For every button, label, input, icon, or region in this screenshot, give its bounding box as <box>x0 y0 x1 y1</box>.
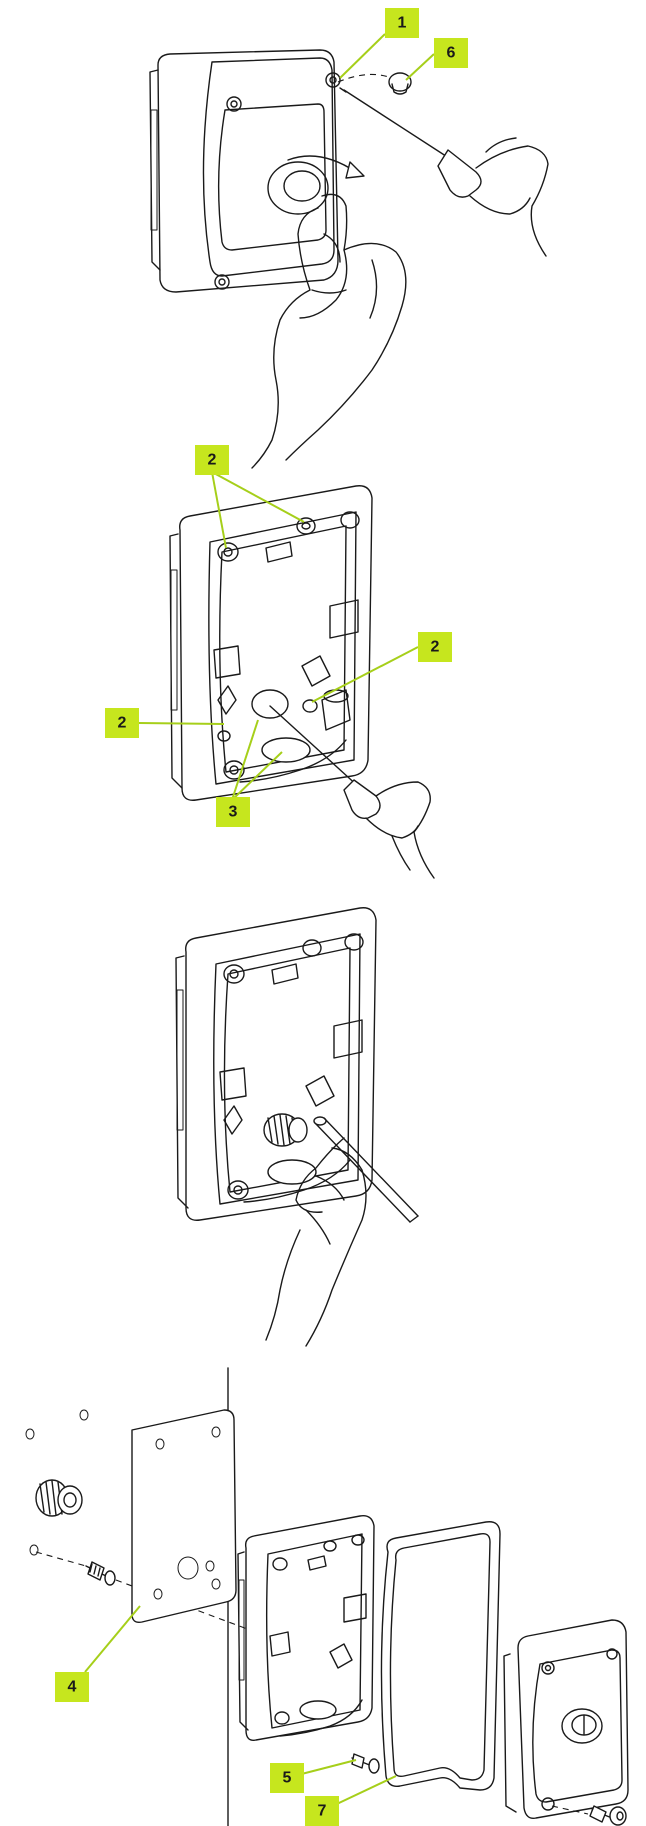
gasket-icon <box>380 1521 501 1791</box>
callout-2-left: 2 <box>105 708 139 738</box>
callout-2-top: 2 <box>195 445 229 475</box>
callout-5-label: 5 <box>283 1770 292 1787</box>
callout-5: 5 <box>270 1763 304 1793</box>
callout-3: 3 <box>216 797 250 827</box>
callout-7: 7 <box>305 1796 339 1826</box>
cover-screw-icon <box>551 1805 627 1826</box>
callout-4-label: 4 <box>68 1679 77 1696</box>
callout-7-label: 7 <box>318 1803 327 1820</box>
front-cover-icon <box>503 1619 629 1819</box>
base-icon <box>237 1515 375 1741</box>
cable-gland-icon <box>263 1113 308 1147</box>
callout-1: 1 <box>385 8 419 38</box>
callout-2-left-label: 2 <box>118 715 127 732</box>
callout-1-label: 1 <box>398 15 407 32</box>
step4-exploded-icon <box>25 1367 629 1826</box>
callout-2-right: 2 <box>418 632 452 662</box>
step2-base-icon <box>169 485 435 879</box>
step3-base-gland-icon <box>175 907 419 1347</box>
callout-6-label: 6 <box>447 45 456 62</box>
step1-housing-icon <box>149 49 549 469</box>
callout-3-label: 3 <box>229 804 238 821</box>
callout-2-top-label: 2 <box>208 452 217 469</box>
screw-icon <box>85 1561 116 1586</box>
callout-4: 4 <box>55 1672 89 1702</box>
base-screw-icon <box>351 1753 380 1774</box>
callout-leaders <box>84 33 435 1812</box>
callout-6: 6 <box>434 38 468 68</box>
wall-plug-icon <box>35 1479 83 1517</box>
callout-2-right-label: 2 <box>431 639 440 656</box>
mounting-plate-icon <box>131 1409 237 1624</box>
